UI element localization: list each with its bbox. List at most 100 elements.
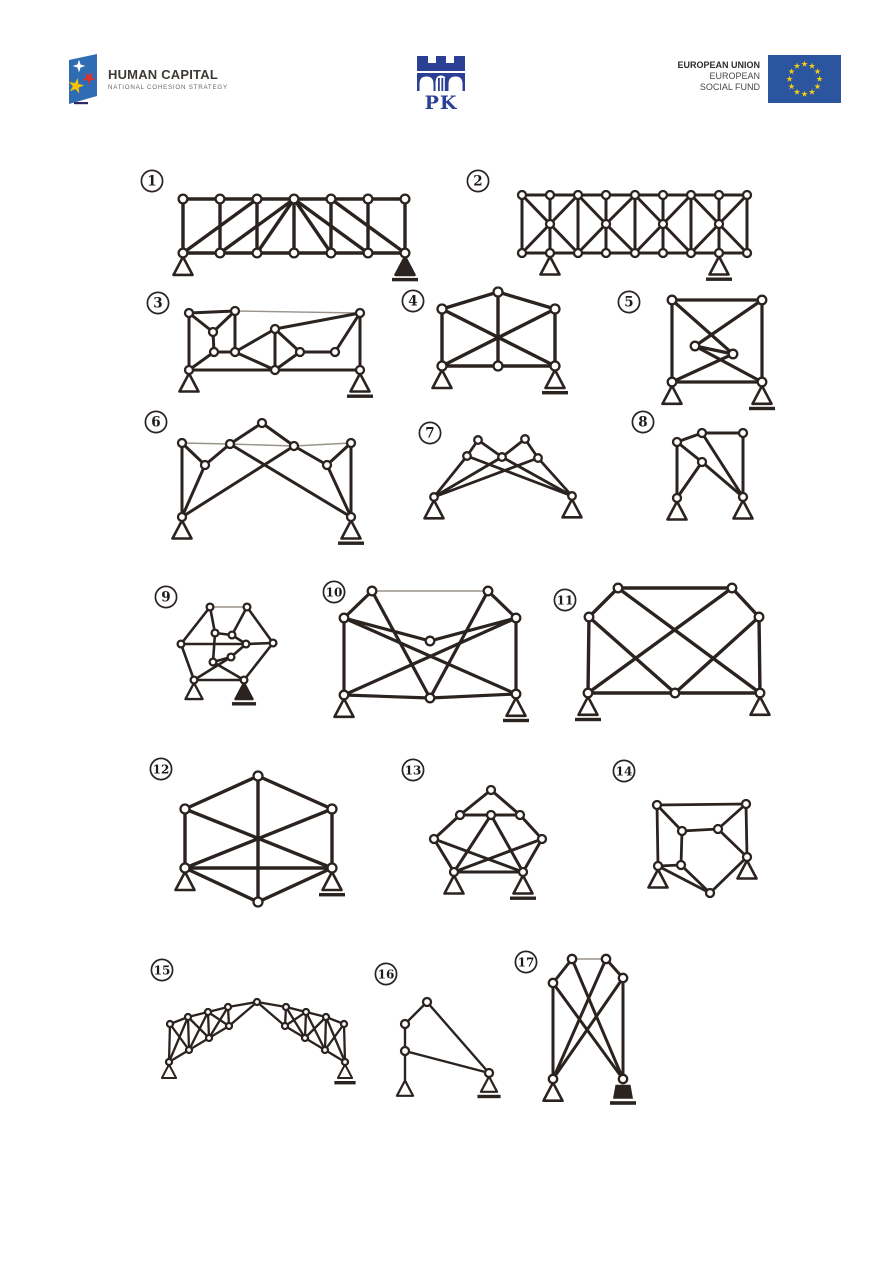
- support-roller-icon: [505, 696, 527, 718]
- truss-member: [284, 1005, 307, 1040]
- truss-member-thin: [293, 442, 352, 447]
- truss-node-UL: [179, 803, 191, 815]
- support-roller-icon: [512, 874, 534, 895]
- support-pin-icon: [172, 255, 194, 277]
- truss-node-BL: [666, 376, 678, 388]
- eu-line2: EUROPEAN: [709, 71, 760, 81]
- truss-member: [255, 197, 296, 255]
- truss-node-T3: [572, 189, 584, 201]
- truss-diagram-4: 4: [401, 286, 568, 395]
- truss-member: [292, 197, 333, 255]
- truss-member: [452, 813, 493, 874]
- eu-star: [793, 62, 801, 69]
- truss-member: [757, 615, 762, 695]
- truss-member: [576, 193, 608, 226]
- truss-member: [586, 615, 591, 695]
- truss-node-T1: [177, 193, 189, 205]
- truss-member: [228, 442, 353, 519]
- truss-member: [207, 1005, 230, 1040]
- truss-node-BR: [345, 511, 357, 523]
- truss-node-R: [536, 833, 548, 845]
- support-roller-line: [334, 1081, 356, 1085]
- truss-member: [329, 197, 407, 255]
- truss-node-B5: [325, 247, 337, 259]
- truss-node-i1: [210, 628, 220, 638]
- truss-node-B2: [214, 247, 226, 259]
- truss-node-BR: [354, 364, 366, 376]
- truss-node-uL: [454, 809, 466, 821]
- truss-member: [520, 222, 552, 255]
- truss-node-BR: [617, 1073, 629, 1085]
- diagram-number-badge: [466, 169, 490, 193]
- truss-member: [167, 1022, 172, 1064]
- pk-arch-left: [419, 76, 434, 91]
- truss-diagram-12: 12: [149, 757, 345, 908]
- human-capital-title: HUMAN CAPITAL: [108, 67, 218, 82]
- truss-node-B6: [657, 247, 669, 259]
- eu-star: [814, 68, 821, 75]
- eu-star: [788, 83, 795, 90]
- truss-member: [452, 837, 544, 874]
- support-roller-icon: [479, 1075, 499, 1093]
- diagram-number-label: 15: [154, 964, 171, 978]
- truss-member: [211, 631, 217, 664]
- truss-node-i2: [227, 630, 237, 640]
- diagram-number-badge: [418, 421, 442, 445]
- truss-node-BL: [429, 492, 439, 502]
- diagram-number-label: 17: [518, 956, 535, 970]
- truss-member: [273, 327, 302, 354]
- support-roller-line: [510, 896, 536, 900]
- truss-node-bL: [448, 866, 460, 878]
- diagram-number-badge: [149, 757, 173, 781]
- truss-node-T9: [741, 189, 753, 201]
- truss-member: [679, 829, 684, 867]
- truss-member: [551, 976, 625, 1081]
- eu-star: [808, 88, 816, 95]
- truss-node-L: [462, 451, 472, 461]
- truss-node-uR: [514, 809, 526, 821]
- truss-node-D: [483, 1067, 495, 1079]
- support-roller-icon: [577, 695, 599, 717]
- truss-member: [518, 813, 544, 841]
- support-pin-icon: [542, 1081, 564, 1102]
- truss-node-T2: [600, 953, 612, 965]
- truss-node-T2: [242, 602, 252, 612]
- eu-star: [808, 62, 816, 69]
- hc-yellow-star: [68, 78, 85, 94]
- truss-member: [325, 441, 353, 467]
- truss-node-C: [399, 1045, 411, 1057]
- truss-member: [675, 440, 704, 464]
- diagram-number-badge: [322, 580, 346, 604]
- support-roller-line: [392, 277, 418, 282]
- pk-university-logo: PK: [416, 55, 466, 116]
- truss-node-C: [497, 452, 507, 462]
- diagram-number-badge: [553, 588, 577, 612]
- truss-node-A: [421, 996, 433, 1008]
- truss-node-BR: [754, 687, 766, 699]
- truss-node-u2: [183, 1012, 193, 1022]
- truss-node-TL: [651, 799, 663, 811]
- truss-member: [604, 222, 637, 255]
- support-pin-icon: [423, 499, 445, 520]
- truss-member: [604, 193, 637, 226]
- truss-node-BL: [671, 492, 683, 504]
- truss-diagram-9: 9: [154, 585, 278, 706]
- truss-diagram-14: 14: [612, 759, 758, 899]
- diagram-number-label: 12: [153, 763, 170, 777]
- truss-member: [187, 309, 237, 315]
- truss-node-TT: [492, 286, 504, 298]
- diagram-number-label: 6: [151, 415, 160, 431]
- truss-node-B4: [288, 247, 300, 259]
- truss-member: [333, 311, 362, 354]
- truss-member: [520, 193, 552, 226]
- truss-node-T3: [288, 440, 300, 452]
- truss-node-u4: [223, 1002, 233, 1012]
- truss-node-B: [399, 1018, 411, 1030]
- eu-star: [801, 90, 808, 97]
- support-roller-line: [749, 406, 775, 411]
- truss-member: [670, 298, 735, 356]
- support-pin-icon: [736, 859, 758, 880]
- truss-member: [228, 421, 264, 446]
- truss-member: [717, 193, 749, 226]
- truss-node-u7: [321, 1012, 331, 1022]
